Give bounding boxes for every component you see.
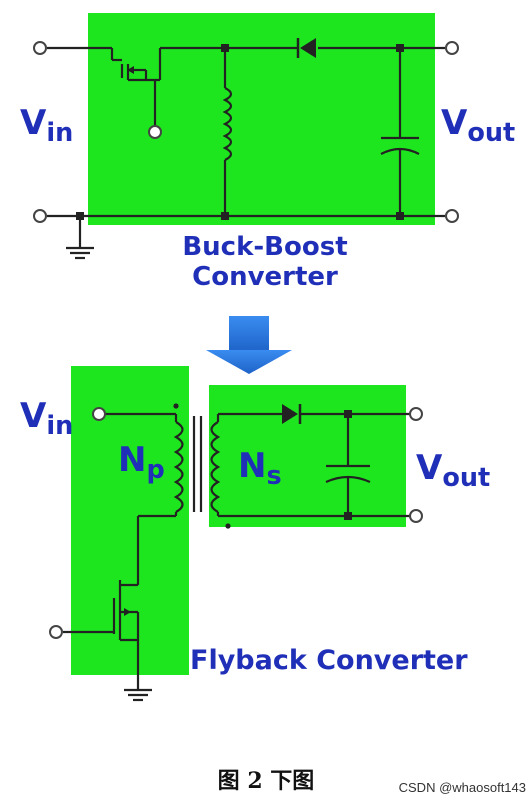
primary-turns-label: Np: [118, 440, 165, 486]
flyback-diode: [282, 404, 298, 424]
buck-boost-wires: [47, 46, 445, 260]
mosfet-arrow: [127, 66, 134, 74]
figure-caption: 图 2 下图: [217, 768, 315, 794]
watermark: CSDN @whaosoft143: [398, 780, 526, 795]
inductor-coil: [222, 87, 233, 161]
buck-boost-title: Buck-Boost Converter: [182, 232, 348, 292]
flyback-dots: [173, 403, 352, 529]
flyback-terminals: [49, 407, 423, 639]
buck-boost-diode: [300, 38, 316, 58]
flyback-vout-label: Vout: [416, 448, 491, 494]
flyback-mosfet-arrow: [124, 608, 131, 616]
buck-boost-junctions: [76, 44, 404, 220]
flyback-primary-panel: [71, 366, 189, 675]
secondary-turns-label: Ns: [238, 446, 282, 492]
flyback-vin-label: Vin: [20, 396, 74, 442]
buck-boost-terminals: [33, 41, 459, 223]
transform-arrow: [206, 316, 292, 374]
flyback-title: Flyback Converter: [190, 645, 468, 676]
primary-winding: [173, 421, 184, 513]
flyback-secondary-panel: [209, 385, 406, 527]
buck-boost-vout-label: Vout: [441, 103, 516, 149]
buck-boost-panel: [88, 13, 435, 225]
buck-boost-vin-label: Vin: [20, 103, 74, 149]
secondary-winding: [210, 421, 221, 513]
flyback-wires: [63, 412, 410, 702]
